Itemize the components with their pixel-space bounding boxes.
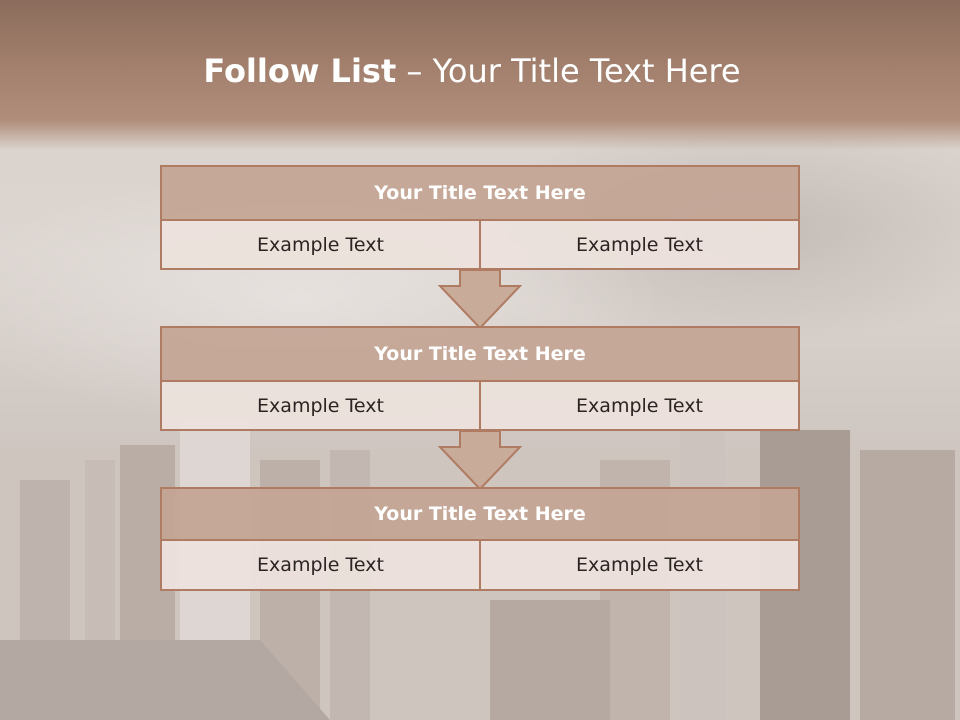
block-heading: Your Title Text Here <box>160 487 800 541</box>
list-block-3: Your Title Text Here Example Text Exampl… <box>160 487 800 591</box>
slide-title-rest: – Your Title Text Here <box>396 52 741 90</box>
block-row: Example Text Example Text <box>160 541 800 591</box>
down-arrow-icon <box>438 270 522 330</box>
block-heading: Your Title Text Here <box>160 165 800 221</box>
block-row: Example Text Example Text <box>160 221 800 270</box>
slide-title: Follow List – Your Title Text Here <box>0 52 944 90</box>
cell-left: Example Text <box>162 541 479 589</box>
cell-right: Example Text <box>479 382 798 429</box>
cell-left: Example Text <box>162 382 479 429</box>
down-arrow-icon <box>438 431 522 491</box>
list-block-2: Your Title Text Here Example Text Exampl… <box>160 326 800 431</box>
cell-right: Example Text <box>479 221 798 268</box>
cell-right: Example Text <box>479 541 798 589</box>
slide-title-bold: Follow List <box>203 52 397 90</box>
title-band <box>0 0 960 150</box>
block-heading: Your Title Text Here <box>160 326 800 382</box>
block-row: Example Text Example Text <box>160 382 800 431</box>
list-block-1: Your Title Text Here Example Text Exampl… <box>160 165 800 270</box>
cell-left: Example Text <box>162 221 479 268</box>
